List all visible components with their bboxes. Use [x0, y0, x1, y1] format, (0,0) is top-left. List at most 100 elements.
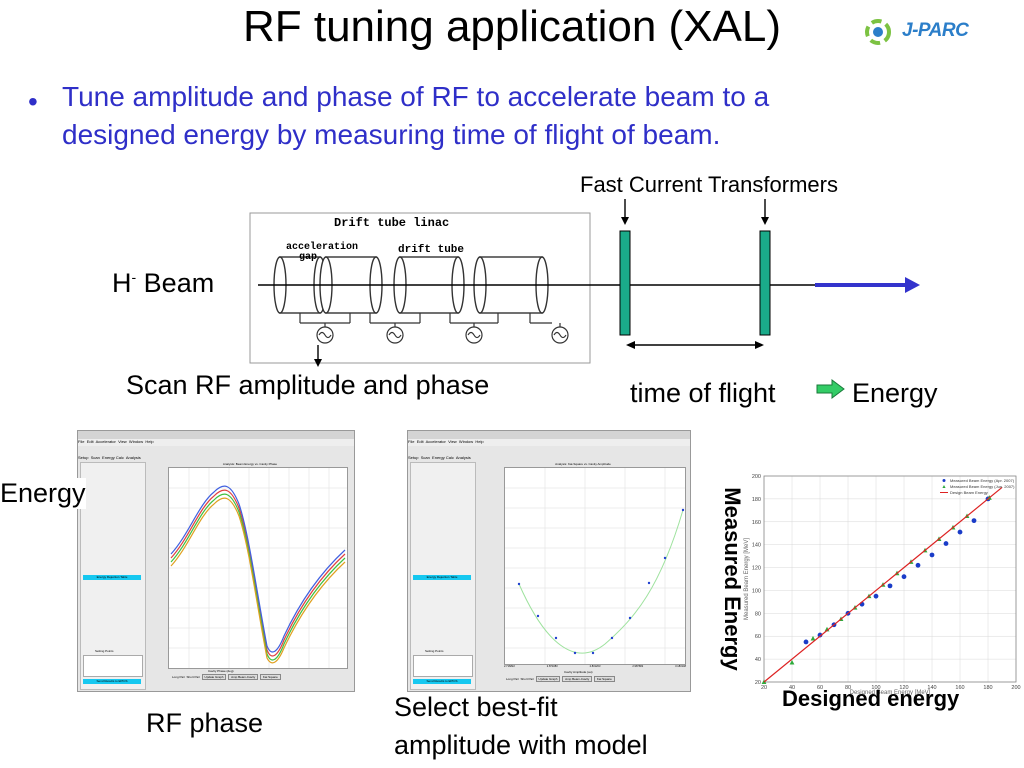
amp-beam-cavity-button[interactable]: Amp Beam-Cavity: [228, 674, 259, 680]
beam-h: H: [112, 268, 132, 298]
amp-beam-cavity-button[interactable]: Amp Beam-Cavity: [562, 676, 593, 682]
plot-title: Analysis: Beam Energy vs. Cavity Phase: [222, 462, 278, 466]
menu-help[interactable]: Help: [145, 439, 154, 444]
tab-setup[interactable]: Setup: [408, 455, 419, 460]
tab-scan[interactable]: Scan: [420, 455, 430, 460]
tab-setup[interactable]: Setup: [78, 455, 89, 460]
rf-sources: [299, 313, 569, 344]
jparc-logo-text: J-PARC: [902, 20, 969, 41]
button-bar: Long Pair Short Pair Update Graph Amp Be…: [506, 676, 686, 687]
kai-square-button[interactable]: Kai Square: [593, 676, 615, 682]
x-tick-label: 200: [1011, 685, 1020, 691]
x-tick-label: 180: [983, 685, 992, 691]
phase-scan-plot: [168, 467, 348, 669]
y-tick-label: 180: [752, 497, 761, 503]
menu-edit[interactable]: Edit: [416, 439, 424, 444]
rf-phase-label: RF phase: [146, 708, 264, 738]
tab-scan[interactable]: Scan: [90, 455, 100, 460]
long-pair-check[interactable]: Long Pair: [172, 675, 185, 679]
y-tick-label: 200: [752, 474, 761, 480]
measured-energy-wrap: Measured Energy: [718, 462, 746, 698]
beam-word: Beam: [136, 268, 215, 298]
data-point-apr: [915, 562, 921, 568]
tab-bar: Setup Scan Energy Calc Analysis: [408, 455, 690, 461]
data-point-apr: [957, 529, 963, 535]
energy-rejection-button[interactable]: Energy Rejection Table: [83, 575, 141, 580]
short-pair-check[interactable]: Short Pair: [520, 677, 534, 681]
plot-xticks: 2.716822 2.871083 2.831203 2.987682 3.18…: [504, 665, 686, 668]
menu-window[interactable]: Window: [128, 439, 144, 444]
energy-label: Energy: [852, 378, 938, 408]
menu-view[interactable]: View: [118, 439, 127, 444]
side-panel: Energy Rejection Table Setting Points Se…: [410, 462, 476, 690]
acceleration-gap-label: acceleration gap: [286, 242, 359, 263]
y-tick-label: 40: [755, 657, 761, 663]
tab-bar: Setup Scan Energy Calc Analysis: [78, 455, 354, 461]
bullet-text: Tune amplitude and phase of RF to accele…: [62, 78, 962, 154]
plot-xlabel: Cavity Phase (deg): [208, 669, 234, 673]
designed-energy-label: Designed energy: [782, 686, 960, 711]
toolbar: [408, 446, 690, 455]
update-graph-button[interactable]: Update Graph: [201, 674, 227, 680]
tof-label: time of flight: [630, 378, 776, 408]
xtick: 3.183148: [675, 665, 686, 668]
legend-label: Measured Beam Energy (Jun. 2007): [950, 484, 1015, 489]
tab-energy-calc[interactable]: Energy Calc: [102, 455, 124, 460]
long-pair-check[interactable]: Long Pair: [506, 677, 519, 681]
tab-analysis[interactable]: Analysis: [125, 455, 141, 460]
x-tick-label: 120: [899, 685, 908, 691]
fct-2: [759, 230, 771, 336]
energy-rejection-button[interactable]: Energy Rejection Table: [413, 575, 471, 580]
data-point-apr: [887, 583, 893, 589]
xtick: 2.871083: [546, 665, 558, 668]
menu-accelerator[interactable]: Accelerator: [95, 439, 116, 444]
drift-tube-diagram: [249, 199, 920, 367]
setting-points-list[interactable]: [413, 655, 473, 677]
menu-accelerator[interactable]: Accelerator: [425, 439, 446, 444]
tab-energy-calc[interactable]: Energy Calc: [432, 455, 454, 460]
setting-points-list[interactable]: [83, 655, 143, 677]
data-point-apr: [943, 541, 949, 546]
jparc-logo-icon: [865, 19, 891, 45]
setting-points-label: Setting Points: [95, 649, 114, 653]
menu-help[interactable]: Help: [475, 439, 484, 444]
send-epics-button[interactable]: Send Results to EPICS: [83, 679, 141, 684]
y-tick-label: 120: [752, 566, 761, 572]
chart-series: [761, 486, 1003, 684]
update-graph-button[interactable]: Update Graph: [535, 676, 561, 682]
legend-label: Measured Beam Energy (Apr. 2007): [950, 478, 1015, 483]
menu-bar: File Edit Accelerator View Window Help: [408, 439, 690, 446]
menu-window[interactable]: Window: [458, 439, 474, 444]
menu-file[interactable]: File: [78, 439, 85, 444]
plot-xlabel: Cavity Amplitude (au): [564, 670, 593, 674]
short-pair-check[interactable]: Short Pair: [186, 675, 200, 679]
toolbar: [78, 446, 354, 455]
legend-marker: [942, 479, 946, 482]
amplitude-label: amplitude with model: [394, 730, 648, 760]
beam-label: H- Beam: [112, 268, 214, 299]
design-energy-line: [763, 486, 1003, 683]
data-point-apr: [873, 593, 879, 599]
send-epics-button[interactable]: Send Results to EPICS: [413, 679, 471, 684]
window-titlebar: [408, 431, 690, 439]
select-label: Select best-fit: [394, 692, 558, 722]
menu-edit[interactable]: Edit: [86, 439, 94, 444]
bullet-line-2: designed energy by measuring time of fli…: [62, 119, 721, 150]
xal-window-amplitude: File Edit Accelerator View Window Help S…: [407, 430, 691, 692]
y-tick-label: 20: [755, 680, 761, 686]
tab-analysis[interactable]: Analysis: [455, 455, 471, 460]
beam-arrowhead: [905, 277, 920, 293]
kai-square-button[interactable]: Kai Square: [259, 674, 281, 680]
y-tick-label: 60: [755, 634, 761, 640]
menu-view[interactable]: View: [448, 439, 457, 444]
menu-file[interactable]: File: [408, 439, 415, 444]
y-tick-label: 80: [755, 611, 761, 617]
menu-bar: File Edit Accelerator View Window Help: [78, 439, 354, 446]
chart-legend: Measured Beam Energy (Apr. 2007)Measured…: [940, 478, 1015, 495]
chart-frame: [763, 475, 1017, 683]
legend-marker: [942, 485, 946, 488]
data-point-jun: [789, 659, 795, 665]
window-titlebar: [78, 431, 354, 439]
x-tick-label: 140: [927, 685, 936, 691]
